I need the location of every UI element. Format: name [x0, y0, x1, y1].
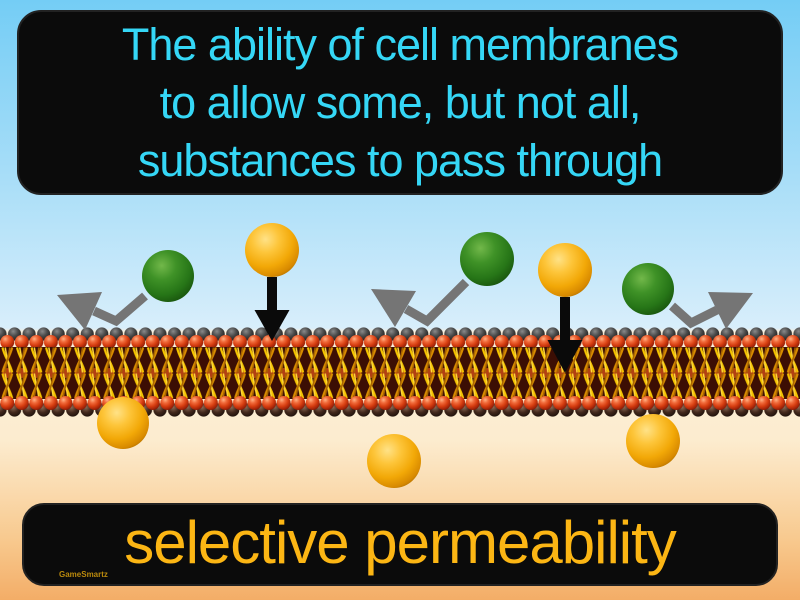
molecules-layer — [97, 223, 680, 488]
molecule-yellow — [245, 223, 299, 277]
definition-line-1: The ability of cell membranes — [121, 18, 679, 70]
molecule-green — [622, 263, 674, 315]
molecule-yellow — [367, 434, 421, 488]
arrow-deflected — [57, 292, 148, 330]
definition-box: The ability of cell membranes to allow s… — [17, 10, 783, 195]
term-label: selective permeability — [124, 509, 677, 576]
arrow-pass-through — [547, 297, 583, 373]
molecule-green — [142, 250, 194, 302]
arrow-deflected — [668, 292, 753, 329]
molecule-green — [460, 232, 514, 286]
molecule-yellow — [626, 414, 680, 468]
arrow-pass-through — [254, 277, 290, 341]
membrane-inner-heads — [0, 396, 800, 411]
arrow-deflected — [371, 278, 470, 327]
membrane-lipid-tails — [0, 347, 800, 399]
phospholipid-bilayer — [0, 326, 800, 418]
molecule-yellow — [538, 243, 592, 297]
definition-line-3: substances to pass through — [137, 134, 663, 186]
molecule-yellow — [97, 397, 149, 449]
arrows-layer — [57, 277, 753, 373]
membrane-outer-heads — [0, 335, 800, 350]
definition-line-2: to allow some, but not all, — [159, 76, 642, 128]
term-box: selective permeability GameSmartz — [22, 503, 778, 586]
watermark: GameSmartz — [59, 570, 108, 579]
